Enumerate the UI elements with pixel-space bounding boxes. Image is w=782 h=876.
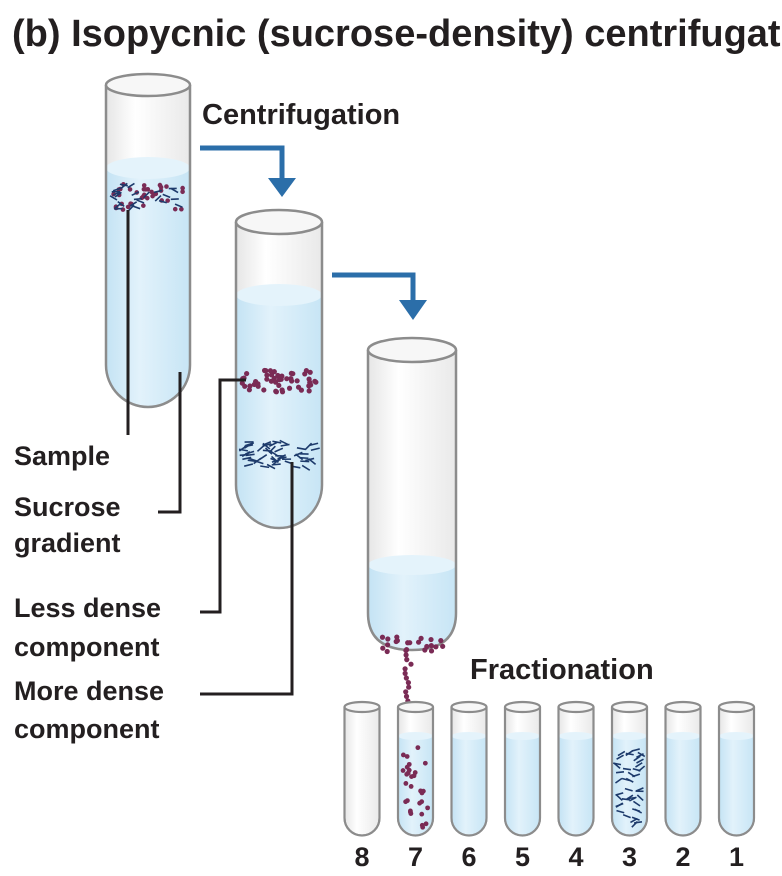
fraction-number-2: 2 <box>675 842 690 872</box>
fraction-number-5: 5 <box>515 842 530 872</box>
fractionation-label: Fractionation <box>470 654 654 686</box>
sucrose-gradient-label-line1: Sucrose <box>14 492 121 522</box>
fraction-tube-5: 5 <box>503 700 542 872</box>
fraction-tube-3: 3 <box>610 700 649 872</box>
fraction-number-6: 6 <box>461 842 476 872</box>
more-dense-band <box>238 439 320 471</box>
fraction-number-4: 4 <box>568 842 583 872</box>
sample-band <box>109 182 185 212</box>
less-dense-label-line1: Less dense <box>14 593 161 623</box>
sample-label: Sample <box>14 441 110 471</box>
tube-sample-on-gradient <box>104 72 192 409</box>
more-dense-label-line2: component <box>14 714 160 744</box>
sucrose-gradient-label-line2: gradient <box>14 528 121 558</box>
fraction-number-7: 7 <box>408 842 423 872</box>
fraction-tubes: 8 7 6 5 4 3 2 1 <box>343 700 756 872</box>
fraction-tube-2: 2 <box>664 700 702 872</box>
fraction-tube-4: 4 <box>557 700 595 872</box>
centrifugation-label: Centrifugation <box>202 99 400 131</box>
fraction-number-8: 8 <box>354 842 369 872</box>
fraction-number-1: 1 <box>729 842 744 872</box>
fraction-tube-1: 1 <box>717 700 756 872</box>
fraction-tube-7: 7 <box>396 700 435 872</box>
tube-separated-bands <box>234 208 324 530</box>
fraction-tube-8: 8 <box>343 700 381 872</box>
fraction-tube-6: 6 <box>450 700 488 872</box>
less-dense-band <box>239 367 319 395</box>
diagram-title: (b) Isopycnic (sucrose-density) centrifu… <box>12 13 782 55</box>
more-dense-label-line1: More dense <box>14 676 164 706</box>
leader-lines <box>126 210 294 696</box>
tube-draining <box>366 336 458 746</box>
less-dense-label-line2: component <box>14 632 160 662</box>
bent-arrow-right-down-icon <box>200 145 296 197</box>
bent-arrow-right-down-icon <box>332 272 427 320</box>
fraction-number-3: 3 <box>622 842 637 872</box>
